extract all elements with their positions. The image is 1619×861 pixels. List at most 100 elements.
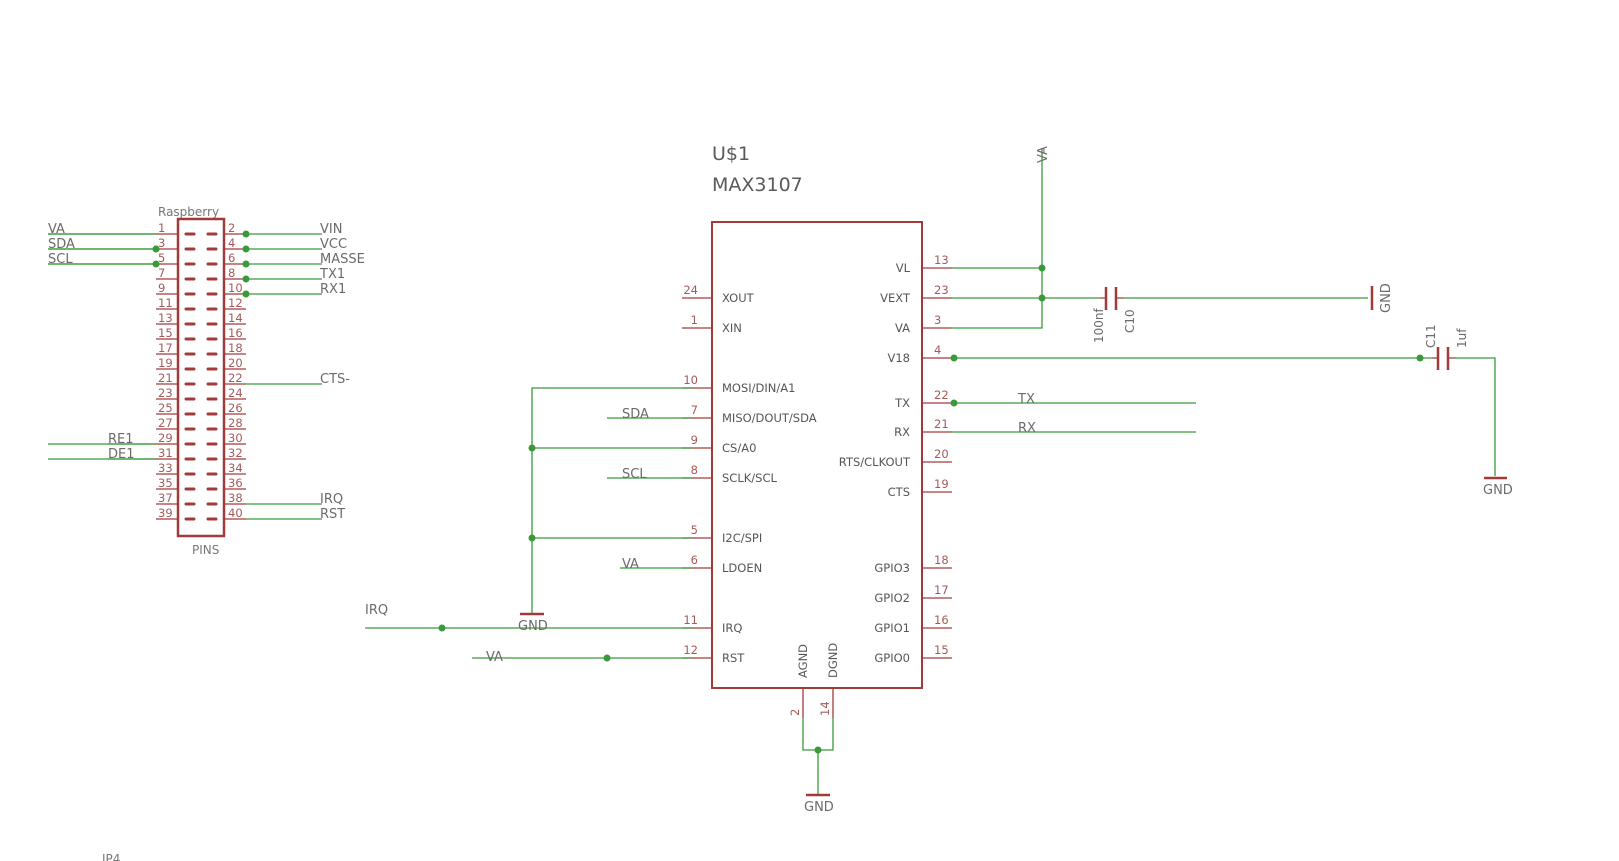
ic-pin-name: VEXT (880, 291, 911, 305)
max3107-ic: U$1 MAX3107 24XOUT1XIN10MOSI/DIN/A17MISO… (682, 143, 952, 718)
ic-pin-number: 13 (934, 253, 949, 267)
pin-number: 18 (228, 341, 243, 355)
pin-number: 28 (228, 416, 243, 430)
pin-number: 36 (228, 476, 243, 490)
pin-number: 37 (158, 491, 173, 505)
pin-number: 12 (228, 296, 243, 310)
pin-number: 32 (228, 446, 243, 460)
junction-dot (1038, 294, 1046, 302)
ic-pin-number: 19 (934, 477, 949, 491)
header-title: Raspberry (158, 205, 219, 219)
pin-number: 27 (158, 416, 173, 430)
ic-pin-number: 24 (683, 283, 698, 297)
header-net-label: RST (320, 507, 345, 522)
ic-pin-name: V18 (887, 351, 910, 365)
junction-dot (603, 654, 611, 662)
ic-pin-name: GPIO0 (874, 651, 910, 665)
cap-leads (1100, 297, 1456, 359)
ic-body (711, 221, 923, 689)
ic-left-pins: 24XOUT1XIN10MOSI/DIN/A17MISO/DOUT/SDA9CS… (682, 283, 817, 665)
ic-pin-name: I2C/SPI (722, 531, 762, 545)
wire-mosi-bus (531, 387, 692, 614)
net-label-va-top: VA (1036, 146, 1051, 163)
pin-number: 24 (228, 386, 243, 400)
cap-c10-value: 100nf (1092, 307, 1106, 343)
junctions (438, 264, 1424, 754)
ic-pin-name: DGND (826, 643, 840, 678)
pin-number: 35 (158, 476, 173, 490)
net-label-gnd-bottom: GND (804, 800, 834, 815)
junction-dot (438, 624, 446, 632)
pin-number: 22 (228, 371, 243, 385)
pin-number: 39 (158, 506, 173, 520)
ic-pin-number: 9 (691, 433, 698, 447)
ic-pin-number: 22 (934, 388, 949, 402)
ic-pin-name: TX (894, 396, 910, 410)
ic-pin-number: 15 (934, 643, 949, 657)
ic-pin-name: XIN (722, 321, 742, 335)
ic-pin-number: 10 (683, 373, 698, 387)
junction-dot (242, 290, 250, 298)
ic-pin-number: 21 (934, 417, 949, 431)
pin-number: 1 (158, 221, 165, 235)
ic-pin-name: AGND (796, 644, 810, 678)
ic-pin-number: 17 (934, 583, 949, 597)
pin-number: 17 (158, 341, 173, 355)
cap-c10-ref: C10 (1123, 309, 1137, 333)
pin-number: 9 (158, 281, 165, 295)
ic-pin-name: RTS/CLKOUT (839, 455, 911, 469)
header-net-label: TX1 (319, 267, 345, 282)
junction-dot (950, 399, 958, 407)
junction-dot (814, 746, 822, 754)
ic-pin-number: 23 (934, 283, 949, 297)
pin-number: 14 (228, 311, 243, 325)
pin-number: 13 (158, 311, 173, 325)
net-label-rx: RX (1018, 421, 1036, 436)
ic-pin-name: SCLK/SCL (722, 471, 777, 485)
pin-number: 7 (158, 266, 165, 280)
ic-pin-name: VL (896, 261, 911, 275)
net-label-gnd-left: GND (518, 619, 548, 634)
pin-number: 21 (158, 371, 173, 385)
ground-symbols (520, 286, 1507, 797)
wires (365, 148, 1496, 795)
net-label-irq: IRQ (365, 603, 388, 618)
pin-number: 31 (158, 446, 173, 460)
ic-pin-number: 1 (691, 313, 698, 327)
ic-pin-name: XOUT (722, 291, 755, 305)
header-net-label: CTS- (320, 372, 350, 387)
pin-number: 30 (228, 431, 243, 445)
header-net-label: VIN (320, 222, 342, 237)
junction-dot (1416, 354, 1424, 362)
net-label-va-rst: VA (486, 650, 503, 665)
capacitor-c11-symbol (1436, 347, 1450, 370)
pin-number: 38 (228, 491, 243, 505)
ic-right-pins: 13VL23VEXT3VA4V1822TX21RX20RTS/CLKOUT19C… (839, 253, 952, 665)
net-labels: SDA SCL VA IRQ VA GND TX RX GND GND VA G… (101, 146, 1513, 861)
pin-number: 10 (228, 281, 243, 295)
header-nets: VASDASCLRE1DE1VINVCCMASSETX1RX1CTS-IRQRS… (48, 222, 365, 522)
ic-pin-name: CTS (888, 485, 910, 499)
header-net-label: VA (48, 222, 65, 237)
wire-gnd-bottom (802, 718, 834, 751)
pin-number: 5 (158, 251, 165, 265)
ic-pin-number: 2 (788, 709, 802, 716)
pin-number: 16 (228, 326, 243, 340)
net-label-va-ldoen: VA (622, 557, 639, 572)
cap-c11-value: 1uf (1455, 328, 1469, 348)
header-net-label: MASSE (320, 252, 365, 267)
net-label-scl: SCL (622, 467, 647, 482)
ic-pin-number: 14 (818, 701, 832, 716)
pin-number: 20 (228, 356, 243, 370)
pin-number: 25 (158, 401, 173, 415)
junction-dot (528, 534, 536, 542)
header-ref: JP4 (101, 852, 120, 861)
ic-pin-name: RST (722, 651, 745, 665)
ic-pin-number: 18 (934, 553, 949, 567)
header-net-label: VCC (320, 237, 347, 252)
wire-va-rail (952, 148, 1043, 329)
junction-dot (1038, 264, 1046, 272)
pin-number: 26 (228, 401, 243, 415)
ic-bottom-pins: 2 AGND 14 DGND (788, 643, 840, 718)
